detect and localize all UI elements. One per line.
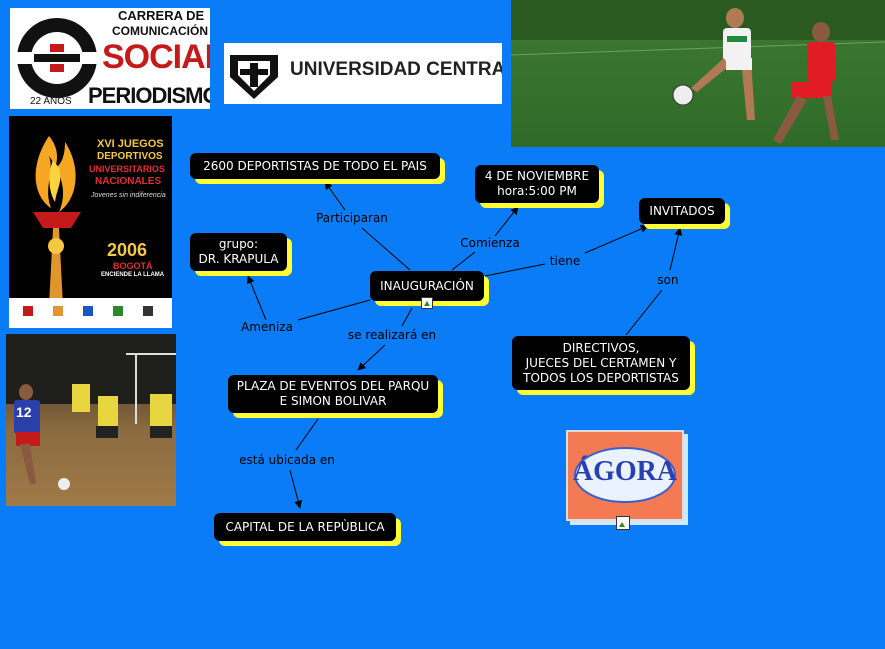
- futsal-players-photo: 12: [6, 334, 176, 506]
- torch-flame-icon: [9, 136, 172, 328]
- link-ubicada-capital: [289, 469, 303, 509]
- agora-link-icon[interactable]: [616, 516, 630, 530]
- link-inaug-participaran: [361, 227, 411, 271]
- node-invitados[interactable]: INVITADOS: [639, 198, 725, 224]
- link-inaug-realizara: [401, 307, 413, 327]
- link-inaug-ameniza: [297, 299, 371, 321]
- node-capital[interactable]: CAPITAL DE LA REPÙBLICA: [214, 513, 396, 541]
- carrera-line4: PERIODISMO: [88, 83, 210, 108]
- universidad-central-logo: UNIVERSIDAD CENTRAL: [224, 43, 502, 104]
- link-label-se-realizara: se realizará en: [345, 328, 439, 342]
- poster-slogan: Jovenes sin indiferencia: [91, 192, 166, 199]
- link-label-participaran: Participaran: [314, 211, 390, 225]
- link-label-ubicada: está ubicada en: [237, 453, 337, 467]
- carrera-line1: CARRERA DE: [118, 8, 205, 23]
- node-fecha[interactable]: 4 DE NOVIEMBRE hora:5:00 PM: [475, 165, 599, 203]
- poster-year: 2006: [107, 240, 148, 260]
- link-participaran-deportistas: [324, 181, 346, 211]
- link-ameniza-grupo: [247, 275, 267, 321]
- node-deportistas[interactable]: 2600 DEPORTISTAS DE TODO EL PAIS: [190, 153, 440, 179]
- soccer-scene: [511, 0, 885, 144]
- player-number: 12: [16, 404, 32, 420]
- node-grupo[interactable]: grupo: DR. KRAPULA: [190, 233, 287, 271]
- soccer-players-photo: [511, 0, 885, 147]
- carrera-line3: SOCIAL: [102, 38, 210, 76]
- carrera-logo-emblem: [10, 18, 106, 98]
- poster-line4: NACIONALES: [95, 176, 162, 187]
- node-inauguracion[interactable]: INAUGURACIÓN: [370, 271, 484, 301]
- poster-city: BOGOTÁ: [113, 261, 153, 271]
- link-plaza-ubicada: [295, 418, 319, 451]
- link-inaug-comienza: [451, 251, 476, 271]
- link-directivos-son: [625, 289, 663, 336]
- universidad-name: UNIVERSIDAD CENTRAL: [290, 59, 502, 80]
- node-plaza[interactable]: PLAZA DE EVENTOS DEL PARQU E SIMON BOLIV…: [228, 375, 438, 413]
- poster-line1: XVI JUEGOS: [97, 138, 164, 150]
- agora-ellipse: [568, 432, 682, 519]
- link-comienza-fecha: [494, 206, 519, 237]
- juegos-deportivos-poster: XVI JUEGOS DEPORTIVOS UNIVERSITARIOS NAC…: [9, 116, 172, 328]
- carrera-comunicacion-logo: CARRERA DE COMUNICACIÓN SOCIAL PERIODISM…: [10, 8, 210, 109]
- link-label-comienza: Comienza: [458, 236, 522, 250]
- link-label-ameniza: Ameniza: [239, 320, 295, 334]
- poster-line2: DEPORTIVOS: [97, 151, 163, 162]
- link-label-son: son: [655, 273, 681, 287]
- node-directivos[interactable]: DIRECTIVOS, JUECES DEL CERTAMEN Y TODOS …: [512, 336, 690, 390]
- carrera-line2: COMUNICACIÓN: [112, 24, 208, 38]
- link-inaug-tiene: [484, 263, 546, 277]
- poster-tagline: ENCIENDE LA LLAMA: [101, 272, 165, 278]
- link-realizara-plaza: [357, 344, 386, 371]
- link-tiene-invitados: [584, 225, 649, 254]
- agora-text: ÁGORA: [572, 456, 678, 487]
- agora-logo[interactable]: ÁGORA: [566, 430, 684, 521]
- inauguracion-image-icon[interactable]: [421, 297, 433, 309]
- universidad-shield-icon: [230, 55, 278, 99]
- futsal-scene: [6, 334, 176, 490]
- poster-line3: UNIVERSITARIOS: [89, 164, 165, 174]
- carrera-years: 22 AÑOS: [30, 96, 72, 107]
- link-label-tiene: tiene: [547, 254, 583, 268]
- link-son-invitados: [669, 227, 683, 271]
